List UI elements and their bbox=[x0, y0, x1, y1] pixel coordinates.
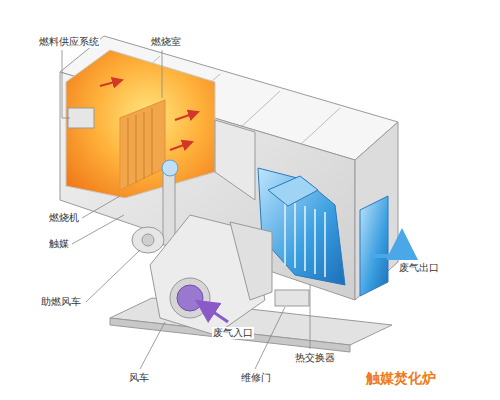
part-label: 热交换器 bbox=[294, 352, 336, 364]
flow-label: 废气入口 bbox=[212, 327, 254, 339]
part-label: 燃烧室 bbox=[150, 36, 182, 48]
part-label: 维修门 bbox=[240, 372, 272, 384]
part-label: 燃烧机 bbox=[48, 212, 80, 224]
part-label: 燃料供应系统 bbox=[38, 36, 100, 48]
part-label: 触媒 bbox=[48, 238, 70, 250]
flow-label: 废气出口 bbox=[398, 262, 440, 274]
part-label: 助燃风车 bbox=[40, 296, 82, 308]
part-label: 风车 bbox=[128, 372, 150, 384]
diagram-title: 触媒焚化炉 bbox=[366, 370, 436, 386]
